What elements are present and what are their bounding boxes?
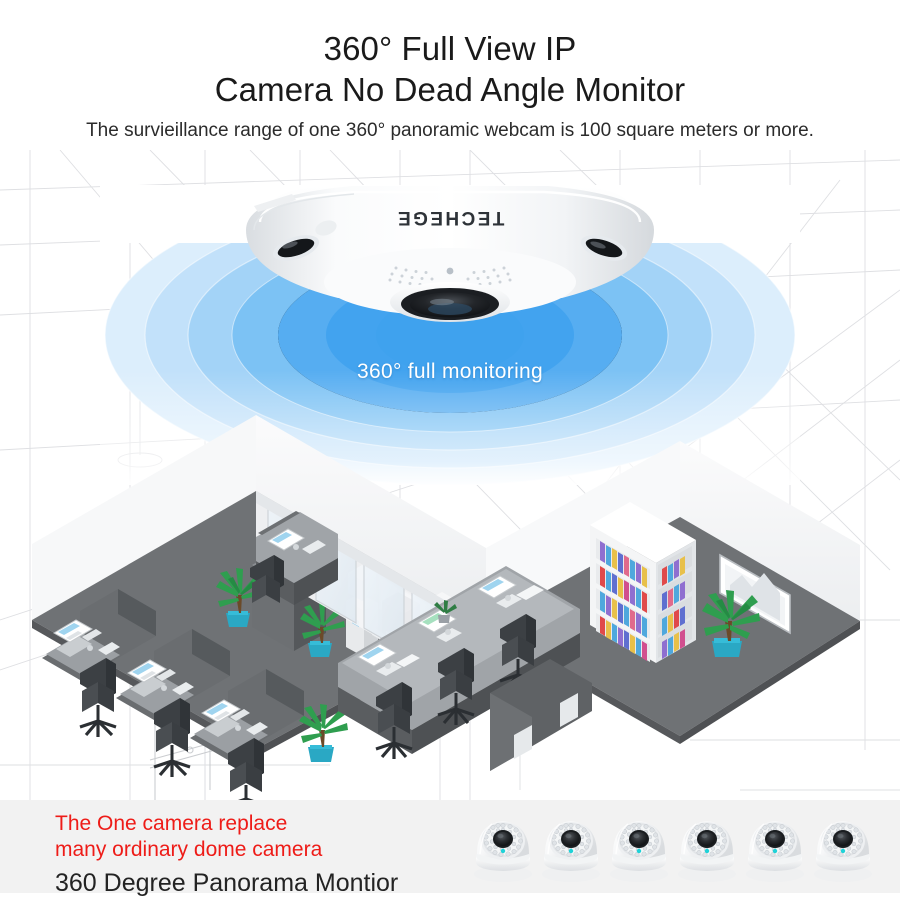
page-title: 360° Full View IP Camera No Dead Angle M… [0, 28, 900, 110]
right-office-room [250, 441, 860, 771]
panoramic-camera: TECHEGE [246, 186, 654, 322]
svg-text:TECHEGE: TECHEGE [396, 207, 505, 228]
corner-workstation [250, 511, 338, 605]
workstation [42, 589, 156, 737]
plant [300, 602, 345, 657]
office-illustration [32, 415, 860, 810]
office-chair [375, 682, 413, 759]
plant [702, 590, 760, 657]
page-title-line-1: 360° Full View IP [323, 30, 577, 67]
promo-red-line-1: The One camera replace [55, 812, 288, 835]
page-subtitle: The survieillance range of one 360° pano… [86, 120, 814, 141]
workstation [116, 629, 230, 777]
hero-scene: 360° full monitoring [0, 150, 900, 810]
office-chair [79, 658, 117, 737]
plant [299, 704, 348, 762]
page-title-line-2: Camera No Dead Angle Monitor [214, 71, 686, 108]
workstation-bench [338, 566, 592, 771]
office-chair [437, 648, 475, 725]
dome-camera-row [473, 820, 873, 883]
office-chair [250, 555, 284, 603]
promo-banner: The One camera replace many ordinary dom… [0, 800, 900, 897]
office-chair [153, 698, 191, 777]
promo-text-block: The One camera replace many ordinary dom… [55, 811, 398, 900]
bookshelf [590, 502, 696, 663]
promo-product-name: 360 Degree Panorama Montior [55, 869, 399, 897]
promo-red-line-2: many ordinary dome camera [55, 838, 323, 861]
